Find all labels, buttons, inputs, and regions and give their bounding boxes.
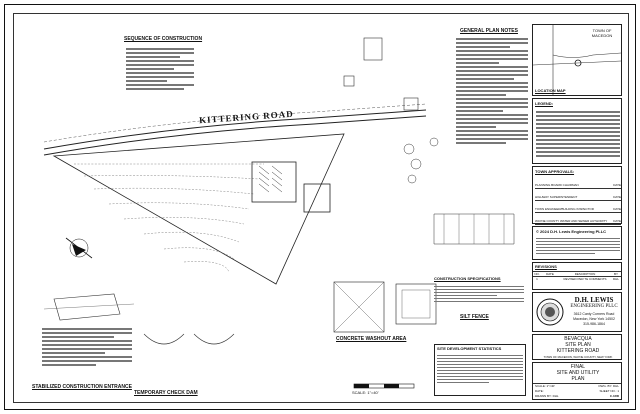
project-line-1: BEVACQUA [564,336,592,342]
firm-address-2: Macedon, New York 14502 [573,317,615,321]
location-map-town: TOWN OF MACEDON [591,28,613,38]
sheet-line-1: FINAL [570,364,586,370]
approval-row: HIGHWAY SUPERINTENDENT DATE [535,189,621,201]
sheet-no-field: SHEET NO.: 1 [599,389,619,393]
revisions-block: REVISIONS NO. DATE DESCRIPTION BY 1 REVI… [532,262,622,290]
sheet-line-3: PLAN [571,376,585,382]
project-block: BEVACQUA SITE PLAN KITTERING ROAD TOWN O… [532,334,622,360]
scale-field: SCALE: 1"=40' [535,384,555,388]
sheet-title-block: FINAL SITE AND UTILITY PLAN SCALE: 1"=40… [532,362,622,400]
location-map-drawing [532,25,622,95]
project-line-3: KITTERING ROAD [556,348,600,354]
date-field: DATE: [535,389,544,393]
site-statistics-rows [437,353,523,385]
town-approvals-title: TOWN APPROVALS: [535,169,575,174]
approval-row: WAYNE COUNTY WATER AND SEWER AUTHORITY D… [535,213,621,225]
construction-notes [42,326,132,368]
town-approvals-rows: PLANNING BOARD CHAIRMAN DATE HIGHWAY SUP… [535,177,621,225]
copyright-text: © 2024 D.H. Lewis Engineering PLLC [536,229,607,234]
revision-row: 1 REVISED PER TE COMMENTS DHL [533,276,621,281]
washout-label: CONCRETE WASHOUT AREA [336,336,407,342]
copyright-notes [536,236,620,256]
sequence-title: SEQUENCE OF CONSTRUCTION [124,36,203,42]
legend-title: LEGEND: [535,101,553,106]
project-location: TOWN OF MACEDON, WAYNE COUNTY, NEW YORK [543,355,613,359]
firm-address-1: 3612 Canty Corners Road [573,312,615,316]
dwg-field: DWG. BY: DHL [598,384,619,388]
revisions-header: NO. DATE DESCRIPTION BY [533,271,621,276]
location-map: TOWN OF MACEDON LOCATION MAP [532,24,622,96]
firm-phone: 315-986-1864 [583,322,605,326]
check-dam-label: TEMPORARY CHECK DAM [134,390,198,396]
engineer-seal-icon [536,298,564,326]
drawing-border: SEQUENCE OF CONSTRUCTION KITTERING ROAD … [13,13,629,403]
approval-row: TOWN ENGINEER/BUILDING INSPECTOR DATE [535,201,621,213]
project-line-2: SITE PLAN [565,342,591,348]
legend: LEGEND: [532,98,622,164]
sheet-number: C-1RD [609,394,619,398]
sheet-info-row-1: SCALE: 1"=40' DWG. BY: DHL [533,384,621,389]
firm-block: D.H. LEWIS ENGINEERING PLLC 3612 Canty C… [532,292,622,332]
site-plan-drawing [43,37,515,389]
site-statistics-title: SITE DEVELOPMENT STATISTICS [437,346,502,351]
sheet-info: SCALE: 1"=40' DWG. BY: DHL DATE: SHEET N… [533,383,621,399]
drawn-field: DRAWN BY: DHL [535,394,559,398]
firm-name-2: ENGINEERING PLLC [570,304,618,309]
general-notes-title: GENERAL PLAN NOTES [460,28,518,34]
approval-row: PLANNING BOARD CHAIRMAN DATE [535,177,621,189]
sheet-info-row-3: DRAWN BY: DHL C-1RD [533,394,621,399]
sequence-notes [126,46,194,92]
scale-bar-label: SCALE: 1"=40' [352,390,379,395]
location-map-title: LOCATION MAP [535,88,566,93]
site-statistics: SITE DEVELOPMENT STATISTICS [434,344,526,396]
legend-items [536,109,620,159]
drawing-sheet: SEQUENCE OF CONSTRUCTION KITTERING ROAD … [4,4,636,410]
north-arrow-icon [65,237,93,259]
revisions-title: REVISIONS [535,264,557,269]
firm-name: D.H. LEWIS [574,296,614,304]
stabilized-entrance-label: STABILIZED CONSTRUCTION ENTRANCE [32,384,132,390]
copyright-block: © 2024 D.H. Lewis Engineering PLLC [532,226,622,260]
sheet-line-2: SITE AND UTILITY [556,370,600,376]
town-approvals: TOWN APPROVALS: PLANNING BOARD CHAIRMAN … [532,166,622,225]
silt-fence-label: SILT FENCE [460,314,489,320]
general-notes-text [456,36,528,146]
construction-spec-label: CONSTRUCTION SPECIFICATIONS [434,276,501,281]
sheet-info-row-2: DATE: SHEET NO.: 1 [533,389,621,394]
construction-spec-text [434,284,524,304]
